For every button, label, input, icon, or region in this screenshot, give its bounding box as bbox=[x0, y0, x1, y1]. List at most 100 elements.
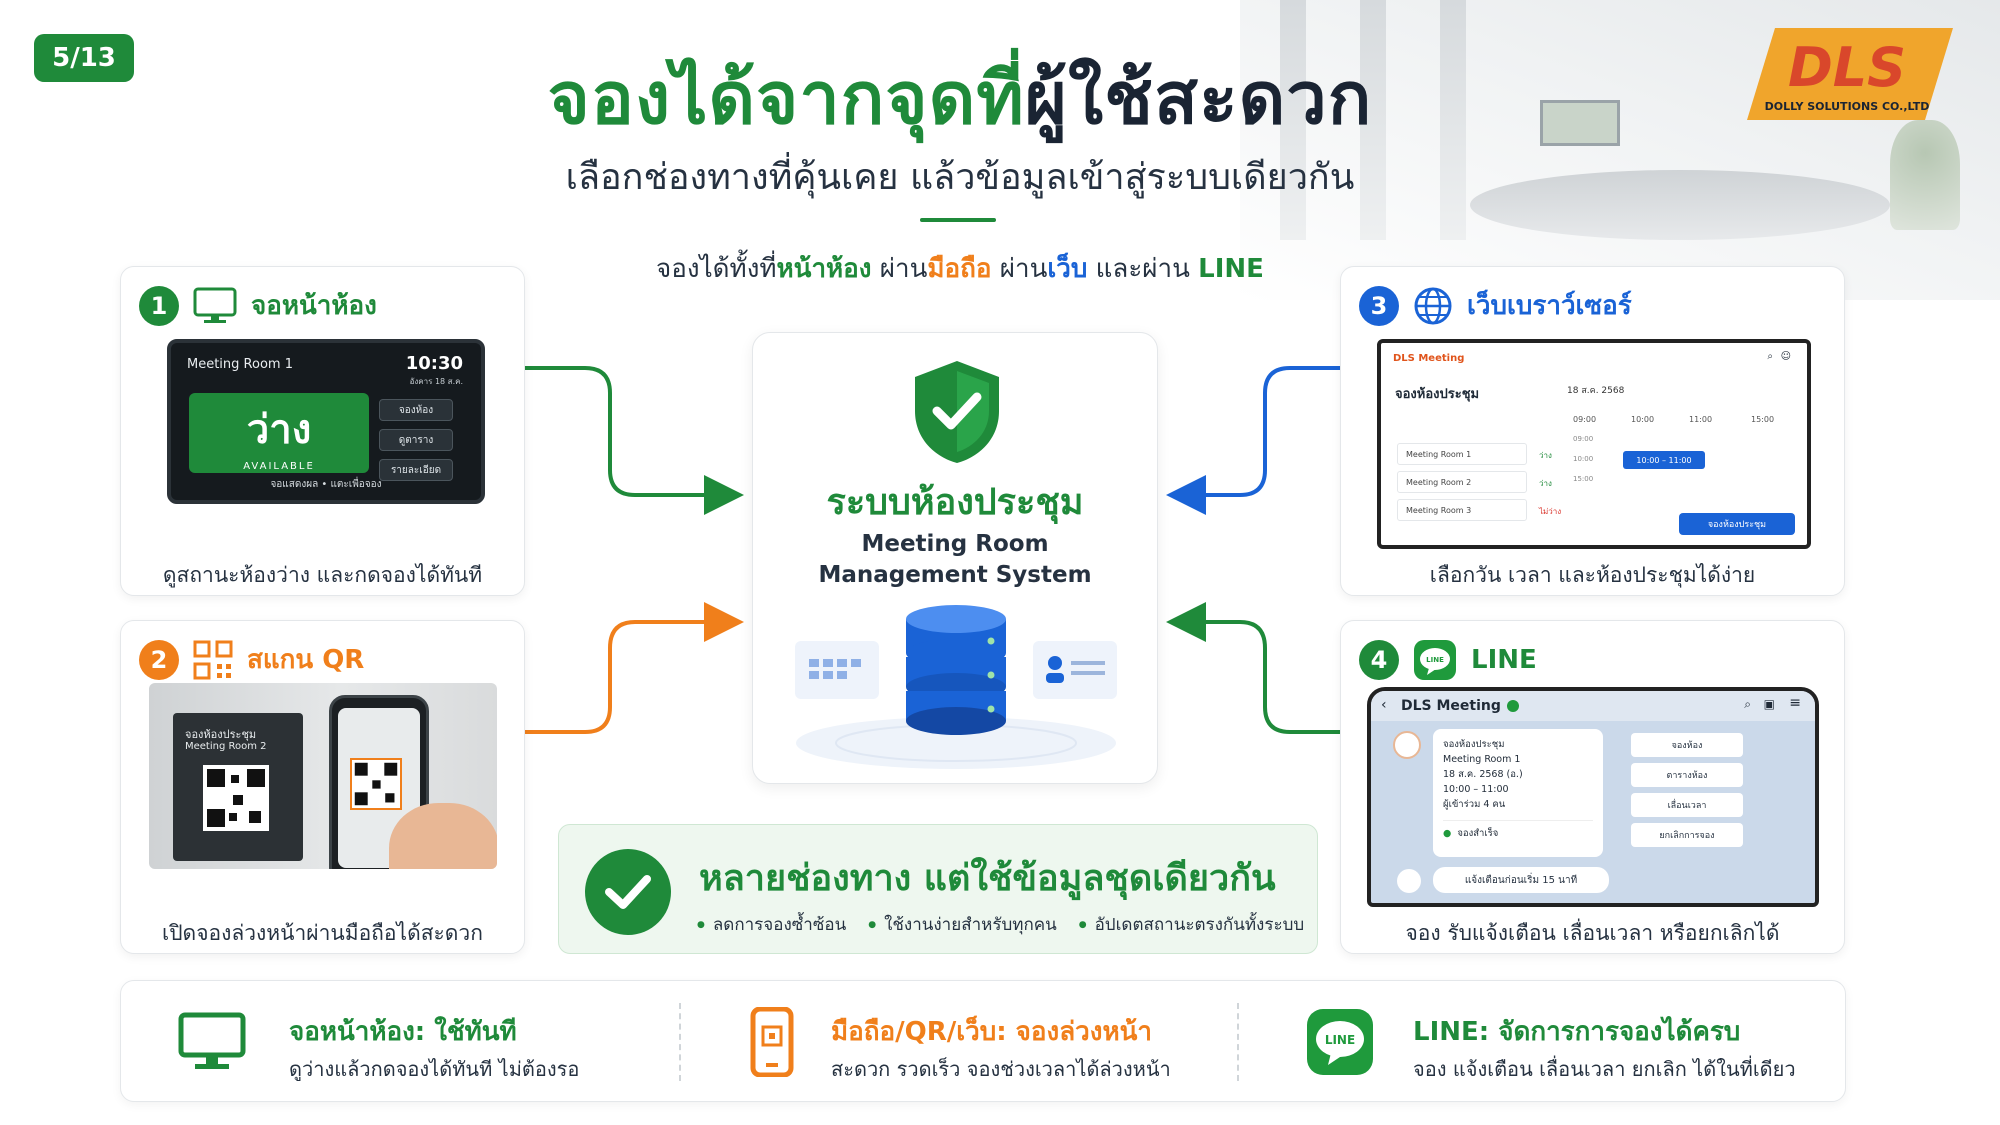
one-data-banner: หลายช่องทาง แต่ใช้ข้อมูลชุดเดียวกัน ลดกา… bbox=[558, 824, 1318, 954]
summary-divider bbox=[1237, 1003, 1239, 1081]
web-room-row[interactable]: Meeting Room 2 bbox=[1397, 471, 1527, 493]
card-title-line: LINE bbox=[1471, 645, 1537, 675]
globe-icon bbox=[1414, 287, 1452, 324]
shield-check-icon bbox=[915, 361, 999, 463]
time-row: 15:00 bbox=[1573, 475, 1594, 483]
qr-code-icon bbox=[193, 640, 233, 679]
plate-title: จองห้องประชุม bbox=[185, 728, 257, 741]
web-date-picker[interactable]: 18 ส.ค. 2568 bbox=[1567, 386, 1625, 396]
card-title-kiosk: จอหน้าห้อง bbox=[251, 291, 377, 321]
quick-reply-reschedule[interactable]: เลื่อนเวลา bbox=[1631, 793, 1743, 817]
arrow-web bbox=[1166, 366, 1340, 515]
line-chat-mockup: ‹ DLS Meeting ⌕ ▣ ≡ จองห้องประชุม Meetin… bbox=[1367, 687, 1819, 907]
menu-icon[interactable]: ≡ bbox=[1789, 695, 1801, 711]
calendar-icon[interactable]: ▣ bbox=[1763, 697, 1775, 711]
plate-room: Meeting Room 2 bbox=[185, 741, 267, 752]
step-number-4: 4 bbox=[1359, 640, 1399, 680]
svg-text:DOLLY SOLUTIONS CO.,LTD: DOLLY SOLUTIONS CO.,LTD bbox=[1765, 100, 1930, 113]
kiosk-schedule-button[interactable]: ดูตาราง bbox=[379, 429, 453, 451]
tagline-kiosk: หน้าห้อง bbox=[776, 254, 872, 284]
hand-holding-phone bbox=[389, 803, 497, 869]
kiosk-room-name: Meeting Room 1 bbox=[187, 357, 293, 372]
title-underline bbox=[920, 218, 996, 222]
svg-text:LINE: LINE bbox=[1325, 1033, 1355, 1047]
web-room-status: ไม่ว่าง bbox=[1539, 507, 1562, 516]
time-header: 15:00 bbox=[1751, 415, 1775, 424]
tagline-text: ผ่าน bbox=[871, 254, 928, 284]
chat-header: ‹ DLS Meeting ⌕ ▣ ≡ bbox=[1371, 691, 1815, 721]
user-icon[interactable]: ☺ bbox=[1780, 351, 1791, 362]
chat-name: DLS Meeting bbox=[1401, 698, 1501, 714]
title-green-part: จองได้จากจุดที่ bbox=[547, 56, 1025, 140]
tagline-text: ผ่าน bbox=[991, 254, 1048, 284]
card-line: 4 LINE LINE ‹ DLS Meeting ⌕ ▣ ≡ จองห้องป… bbox=[1340, 620, 1845, 954]
mobile-qr-icon bbox=[750, 1007, 794, 1077]
kiosk-date: อังคาร 18 ส.ค. bbox=[409, 377, 463, 386]
card-caption-line: จอง รับแจ้งเตือน เลื่อนเวลา หรือยกเลิกได… bbox=[1405, 921, 1780, 945]
kiosk-time: 10:30 bbox=[405, 353, 463, 374]
banner-title: หลายช่องทาง แต่ใช้ข้อมูลชุดเดียวกัน bbox=[699, 858, 1276, 899]
check-circle-icon bbox=[585, 849, 671, 935]
message-line: Meeting Room 1 bbox=[1443, 754, 1521, 765]
search-icon[interactable]: ⌕ bbox=[1744, 697, 1751, 711]
channels-tagline: จองได้ทั้งที่หน้าห้อง ผ่านมือถือ ผ่านเว็… bbox=[0, 248, 1920, 289]
check-icon: ● bbox=[1443, 828, 1452, 839]
card-title-qr: สแกน QR bbox=[247, 645, 365, 675]
card-title-web: เว็บเบราว์เซอร์ bbox=[1467, 291, 1632, 321]
tagline-text: จองได้ทั้งที่ bbox=[656, 254, 777, 284]
summary-title-kiosk: จอหน้าห้อง: ใช้ทันที bbox=[289, 1017, 517, 1047]
web-book-button[interactable]: จองห้องประชุม bbox=[1679, 513, 1795, 535]
success-row: ● จองสำเร็จ bbox=[1443, 820, 1593, 841]
card-caption-web: เลือกวัน เวลา และห้องประชุมได้ง่าย bbox=[1429, 563, 1756, 587]
banner-bullet: อัปเดตสถานะตรงกันทั้งระบบ bbox=[1079, 911, 1305, 938]
database-illustration bbox=[795, 605, 1117, 769]
step-number-1: 1 bbox=[139, 285, 179, 326]
message-line: 10:00 – 11:00 bbox=[1443, 784, 1509, 795]
selected-time-slot[interactable]: 10:00 – 11:00 bbox=[1623, 451, 1705, 469]
phone-qr-code bbox=[350, 758, 402, 810]
message-line: ผู้เข้าร่วม 4 คน bbox=[1443, 799, 1506, 810]
monitor-icon bbox=[178, 1012, 246, 1069]
page-title: จองได้จากจุดที่ผู้ใช้สะดวก bbox=[0, 40, 1920, 155]
system-title-th: ระบบห้องประชุม bbox=[826, 482, 1084, 523]
back-icon[interactable]: ‹ bbox=[1381, 697, 1387, 713]
summary-divider bbox=[679, 1003, 681, 1081]
arrow-kiosk bbox=[525, 366, 744, 515]
qr-door-plate: จองห้องประชุม Meeting Room 2 bbox=[173, 713, 303, 861]
bot-avatar bbox=[1397, 869, 1421, 893]
page-subtitle: เลือกช่องทางที่คุ้นเคย แล้วข้อมูลเข้าสู่… bbox=[565, 157, 1355, 198]
step-number-3: 3 bbox=[1359, 285, 1399, 326]
kiosk-status-available[interactable]: ว่าง AVAILABLE bbox=[189, 393, 369, 473]
plate-qr-code bbox=[203, 765, 269, 831]
booking-message: จองห้องประชุม Meeting Room 1 18 ส.ค. 256… bbox=[1433, 729, 1603, 857]
step-number-2: 2 bbox=[139, 639, 179, 680]
summary-strip: จอหน้าห้อง: ใช้ทันที ดูว่างแล้วกดจองได้ท… bbox=[120, 980, 1846, 1102]
kiosk-book-button[interactable]: จองห้อง bbox=[379, 399, 453, 421]
kiosk-details-button[interactable]: รายละเอียด bbox=[379, 459, 453, 481]
quick-reply-schedule[interactable]: ตารางห้อง bbox=[1631, 763, 1743, 787]
tagline-line: LINE bbox=[1198, 254, 1264, 284]
quick-reply-cancel[interactable]: ยกเลิกการจอง bbox=[1631, 823, 1743, 847]
card-web: 3 เว็บเบราว์เซอร์ DLS Meeting ⌕ ☺ จองห้อ… bbox=[1340, 266, 1845, 596]
web-app-logo: DLS Meeting bbox=[1393, 353, 1465, 364]
quick-reply-book[interactable]: จองห้อง bbox=[1631, 733, 1743, 757]
database-icon bbox=[906, 605, 1006, 735]
summary-desc-mobile: สะดวก รวดเร็ว จองช่วงเวลาได้ล่วงหน้า bbox=[831, 1057, 1171, 1081]
search-icon[interactable]: ⌕ bbox=[1767, 351, 1773, 362]
web-room-row[interactable]: Meeting Room 3 bbox=[1397, 499, 1527, 521]
card-caption-kiosk: ดูสถานะห้องว่าง และกดจองได้ทันที bbox=[162, 563, 483, 587]
line-app-icon: LINE bbox=[1414, 640, 1456, 680]
message-line: 18 ส.ค. 2568 (อ.) bbox=[1443, 769, 1523, 780]
system-title-en-line2: Management System bbox=[818, 562, 1092, 588]
qr-scan-photo: จองห้องประชุม Meeting Room 2 bbox=[149, 683, 497, 869]
time-header: 11:00 bbox=[1689, 415, 1713, 424]
time-header: 10:00 bbox=[1631, 415, 1655, 424]
verified-icon bbox=[1507, 700, 1519, 712]
card-qr: 2 สแกน QR จองห้องประชุม Meeting Room 2 เ… bbox=[120, 620, 525, 954]
central-system-card: ระบบห้องประชุม Meeting Room Management S… bbox=[752, 332, 1158, 784]
summary-title-line: LINE: จัดการการจองได้ครบ bbox=[1413, 1017, 1741, 1047]
web-room-row[interactable]: Meeting Room 1 bbox=[1397, 443, 1527, 465]
summary-desc-line: จอง แจ้งเตือน เลื่อนเวลา ยกเลิก ได้ในที่… bbox=[1413, 1057, 1796, 1081]
summary-desc-kiosk: ดูว่างแล้วกดจองได้ทันที ไม่ต้องรอ bbox=[289, 1057, 580, 1081]
